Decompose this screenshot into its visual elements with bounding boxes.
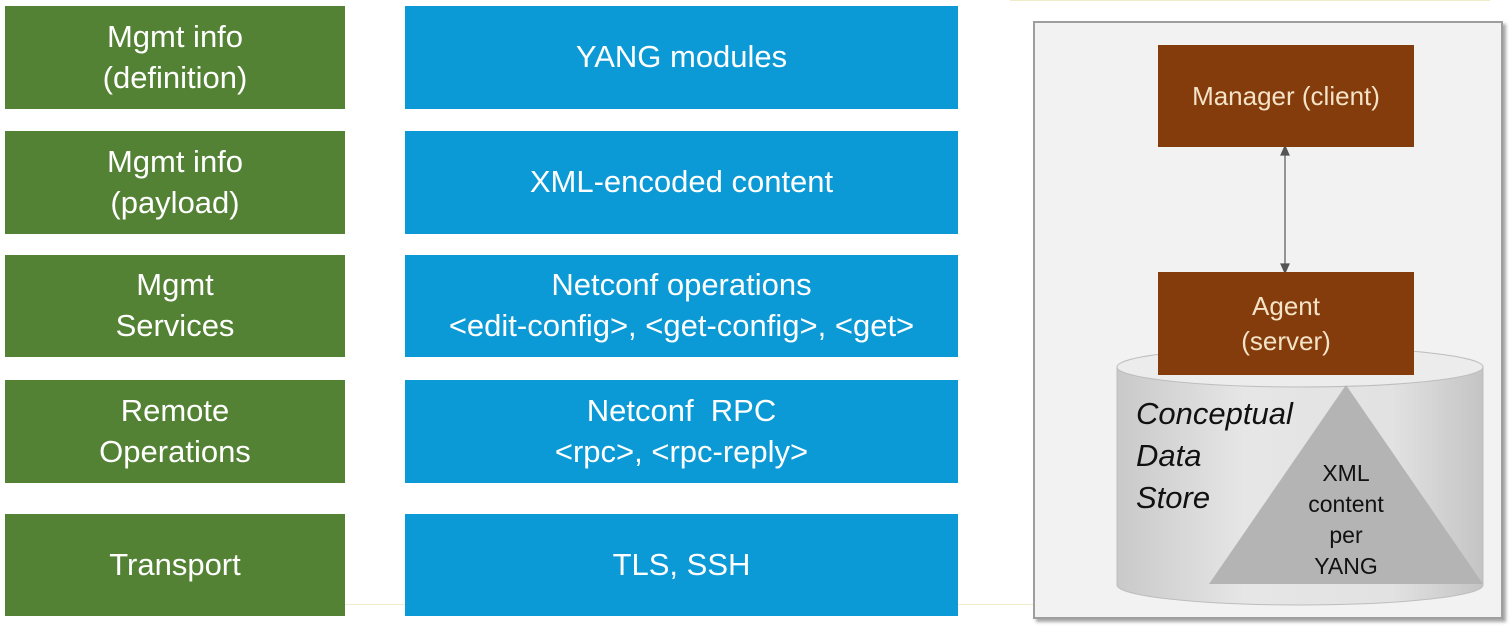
layer-implementation-line: Netconf operations (551, 267, 812, 303)
manager-agent-connector (1280, 144, 1290, 275)
layer-category-mgmt-info-payload: Mgmt info (payload) (5, 131, 345, 234)
layer-implementation-line: Netconf RPC (586, 392, 777, 428)
layer-implementation-yang-modules: YANG modules (405, 6, 958, 109)
layer-implementation-line: XML-encoded content (529, 164, 834, 200)
layer-category-remote-operations: Remote Operations (5, 380, 345, 483)
layer-implementation-line: <rpc>, <rpc-reply> (554, 433, 809, 469)
manager-client-box: Manager (client) (1158, 45, 1414, 147)
xml-content-line: YANG (1314, 553, 1378, 579)
layer-implementation-tls-ssh: TLS, SSH (405, 514, 958, 616)
layer-implementation-xml-content: XML-encoded content (405, 131, 958, 234)
data-store-label-line: Conceptual (1136, 396, 1293, 431)
layer-category-line: (definition) (102, 59, 248, 95)
xml-content-line: XML (1322, 460, 1370, 486)
data-store-label-line: Data (1136, 438, 1202, 473)
yang-content-triangle (1209, 385, 1483, 584)
layer-implementation-line: TLS, SSH (612, 546, 751, 582)
layer-category-line: Services (115, 308, 235, 343)
layer-category-line: Mgmt info (106, 143, 244, 179)
layer-category-line: Transport (109, 546, 241, 582)
layer-category-line: Remote (120, 392, 230, 428)
layer-category-mgmt-services: Mgmt Services (5, 255, 345, 357)
xml-content-label: XML content per YANG (1286, 458, 1406, 582)
layer-category-line: Mgmt info (106, 18, 244, 54)
layer-category-transport: Transport (5, 514, 345, 616)
data-store-label-line: Store (1136, 480, 1211, 515)
xml-content-line: per (1329, 522, 1363, 548)
agent-label: (server) (1241, 325, 1331, 356)
agent-label: Agent (1252, 290, 1320, 321)
manager-label: Manager (client) (1192, 80, 1380, 111)
layer-category-line: Operations (99, 433, 251, 469)
layer-category-mgmt-info-definition: Mgmt info (definition) (5, 6, 345, 109)
layer-implementation-line: YANG modules (575, 39, 788, 75)
agent-server-box: Agent (server) (1158, 272, 1414, 375)
xml-content-line: content (1308, 491, 1384, 517)
top-guide-line (1010, 0, 1490, 1)
layer-implementation-line: <edit-config>, <get-config>, <get> (448, 308, 915, 343)
layer-category-line: (payload) (110, 184, 240, 220)
conceptual-data-store-label: Conceptual Data Store (1136, 393, 1293, 519)
layer-category-line: Mgmt (136, 267, 214, 303)
layer-implementation-netconf-operations: Netconf operations <edit-config>, <get-c… (405, 255, 958, 357)
layer-implementation-netconf-rpc: Netconf RPC <rpc>, <rpc-reply> (405, 380, 958, 483)
